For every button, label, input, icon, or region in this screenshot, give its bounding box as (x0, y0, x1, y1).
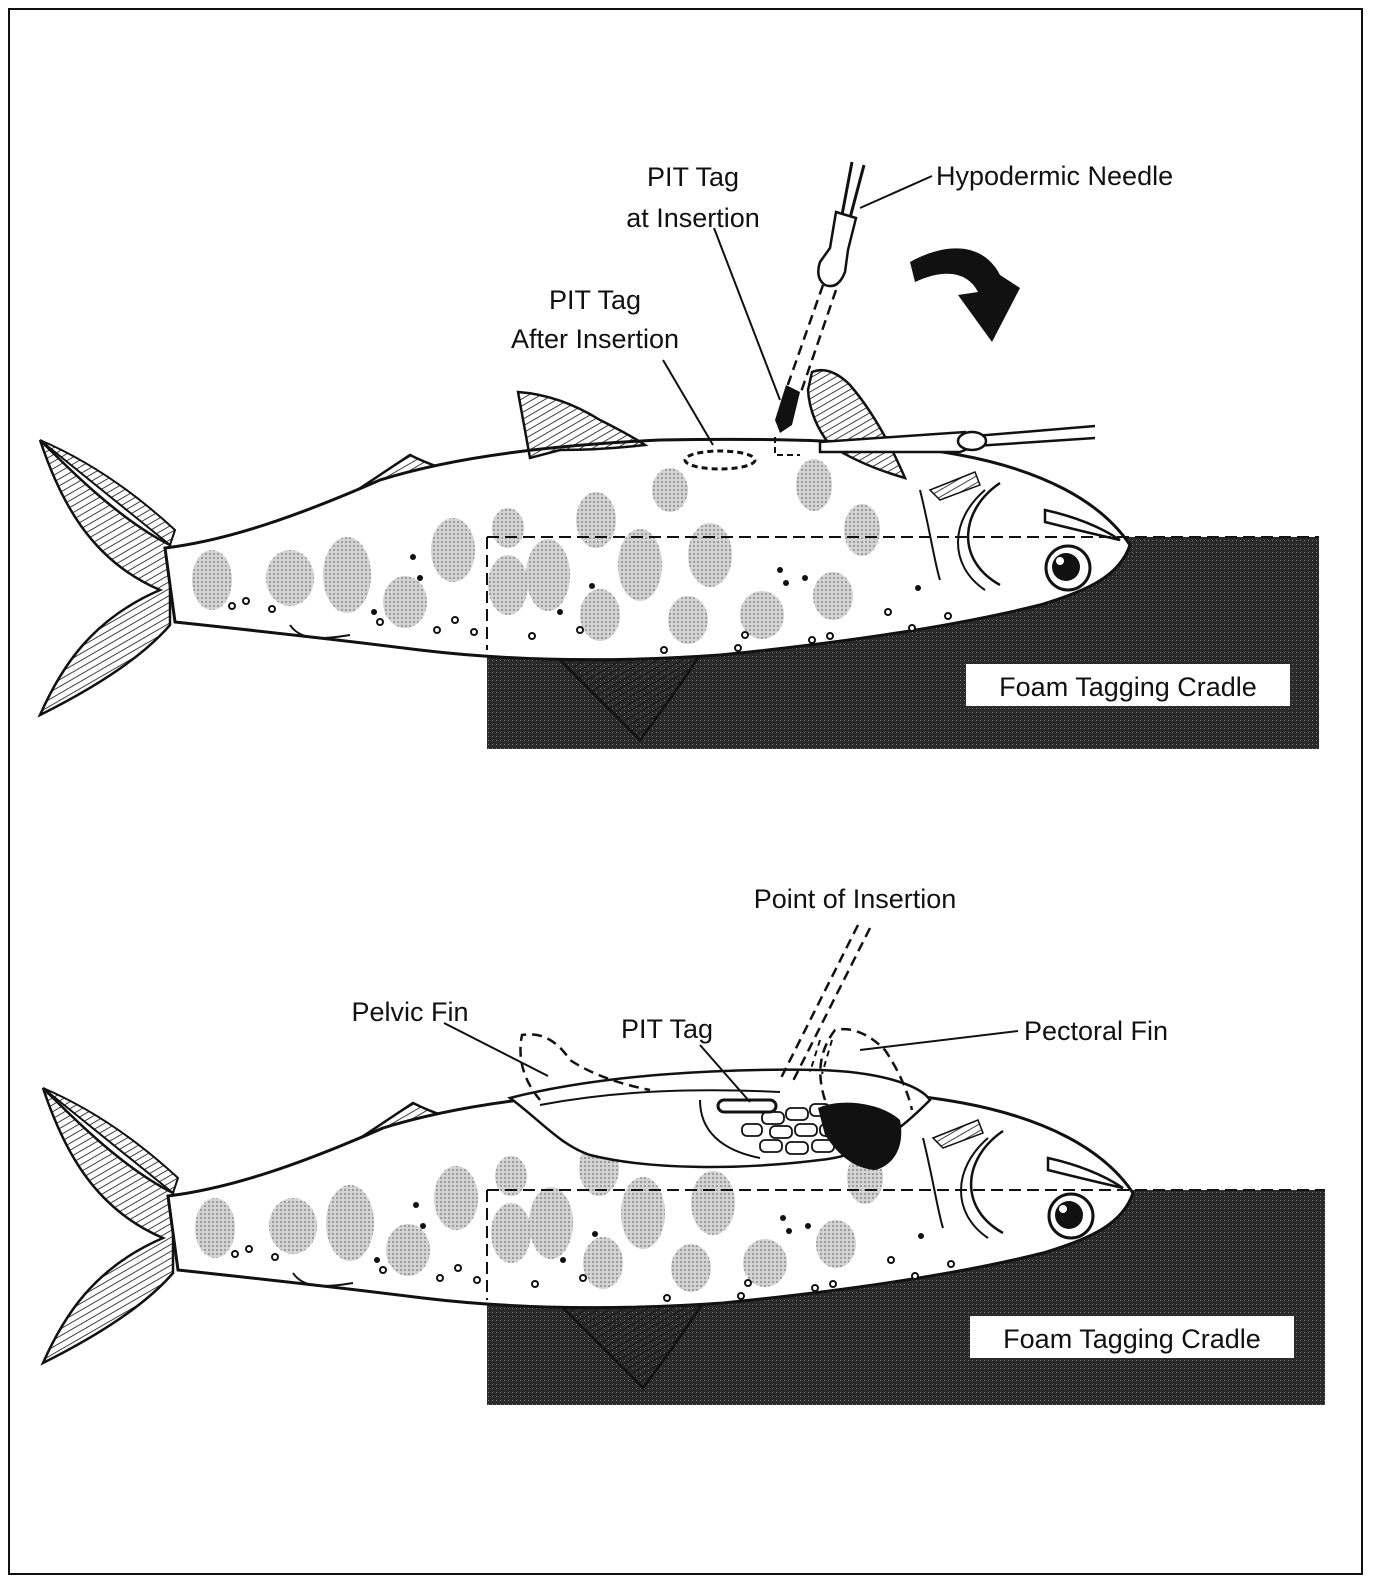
label-cradle-bottom: Foam Tagging Cradle (1003, 1324, 1261, 1354)
pelvic-fin-top (518, 392, 645, 458)
pit-tag-implanted (718, 1100, 776, 1112)
top-panel: Hypodermic Needle PIT Tag at Insertion P… (40, 161, 1319, 749)
bottom-panel: Point of Insertion Pelvic Fin PIT Tag Pe… (43, 884, 1325, 1405)
label-pit-tag-after-insertion-2: After Insertion (511, 324, 679, 354)
label-pectoral-fin: Pectoral Fin (1024, 1016, 1168, 1046)
label-point-of-insertion: Point of Insertion (754, 884, 957, 914)
label-hypodermic-needle: Hypodermic Needle (936, 161, 1173, 191)
label-cradle-top: Foam Tagging Cradle (999, 672, 1257, 702)
label-pit-tag-at-insertion-2: at Insertion (626, 203, 760, 233)
label-pelvic-fin: Pelvic Fin (351, 997, 468, 1027)
label-pit-tag-after-insertion-1: PIT Tag (549, 285, 641, 315)
label-pit-tag: PIT Tag (621, 1014, 713, 1044)
label-pit-tag-at-insertion-1: PIT Tag (647, 162, 739, 192)
rotation-arrow (910, 248, 1020, 342)
